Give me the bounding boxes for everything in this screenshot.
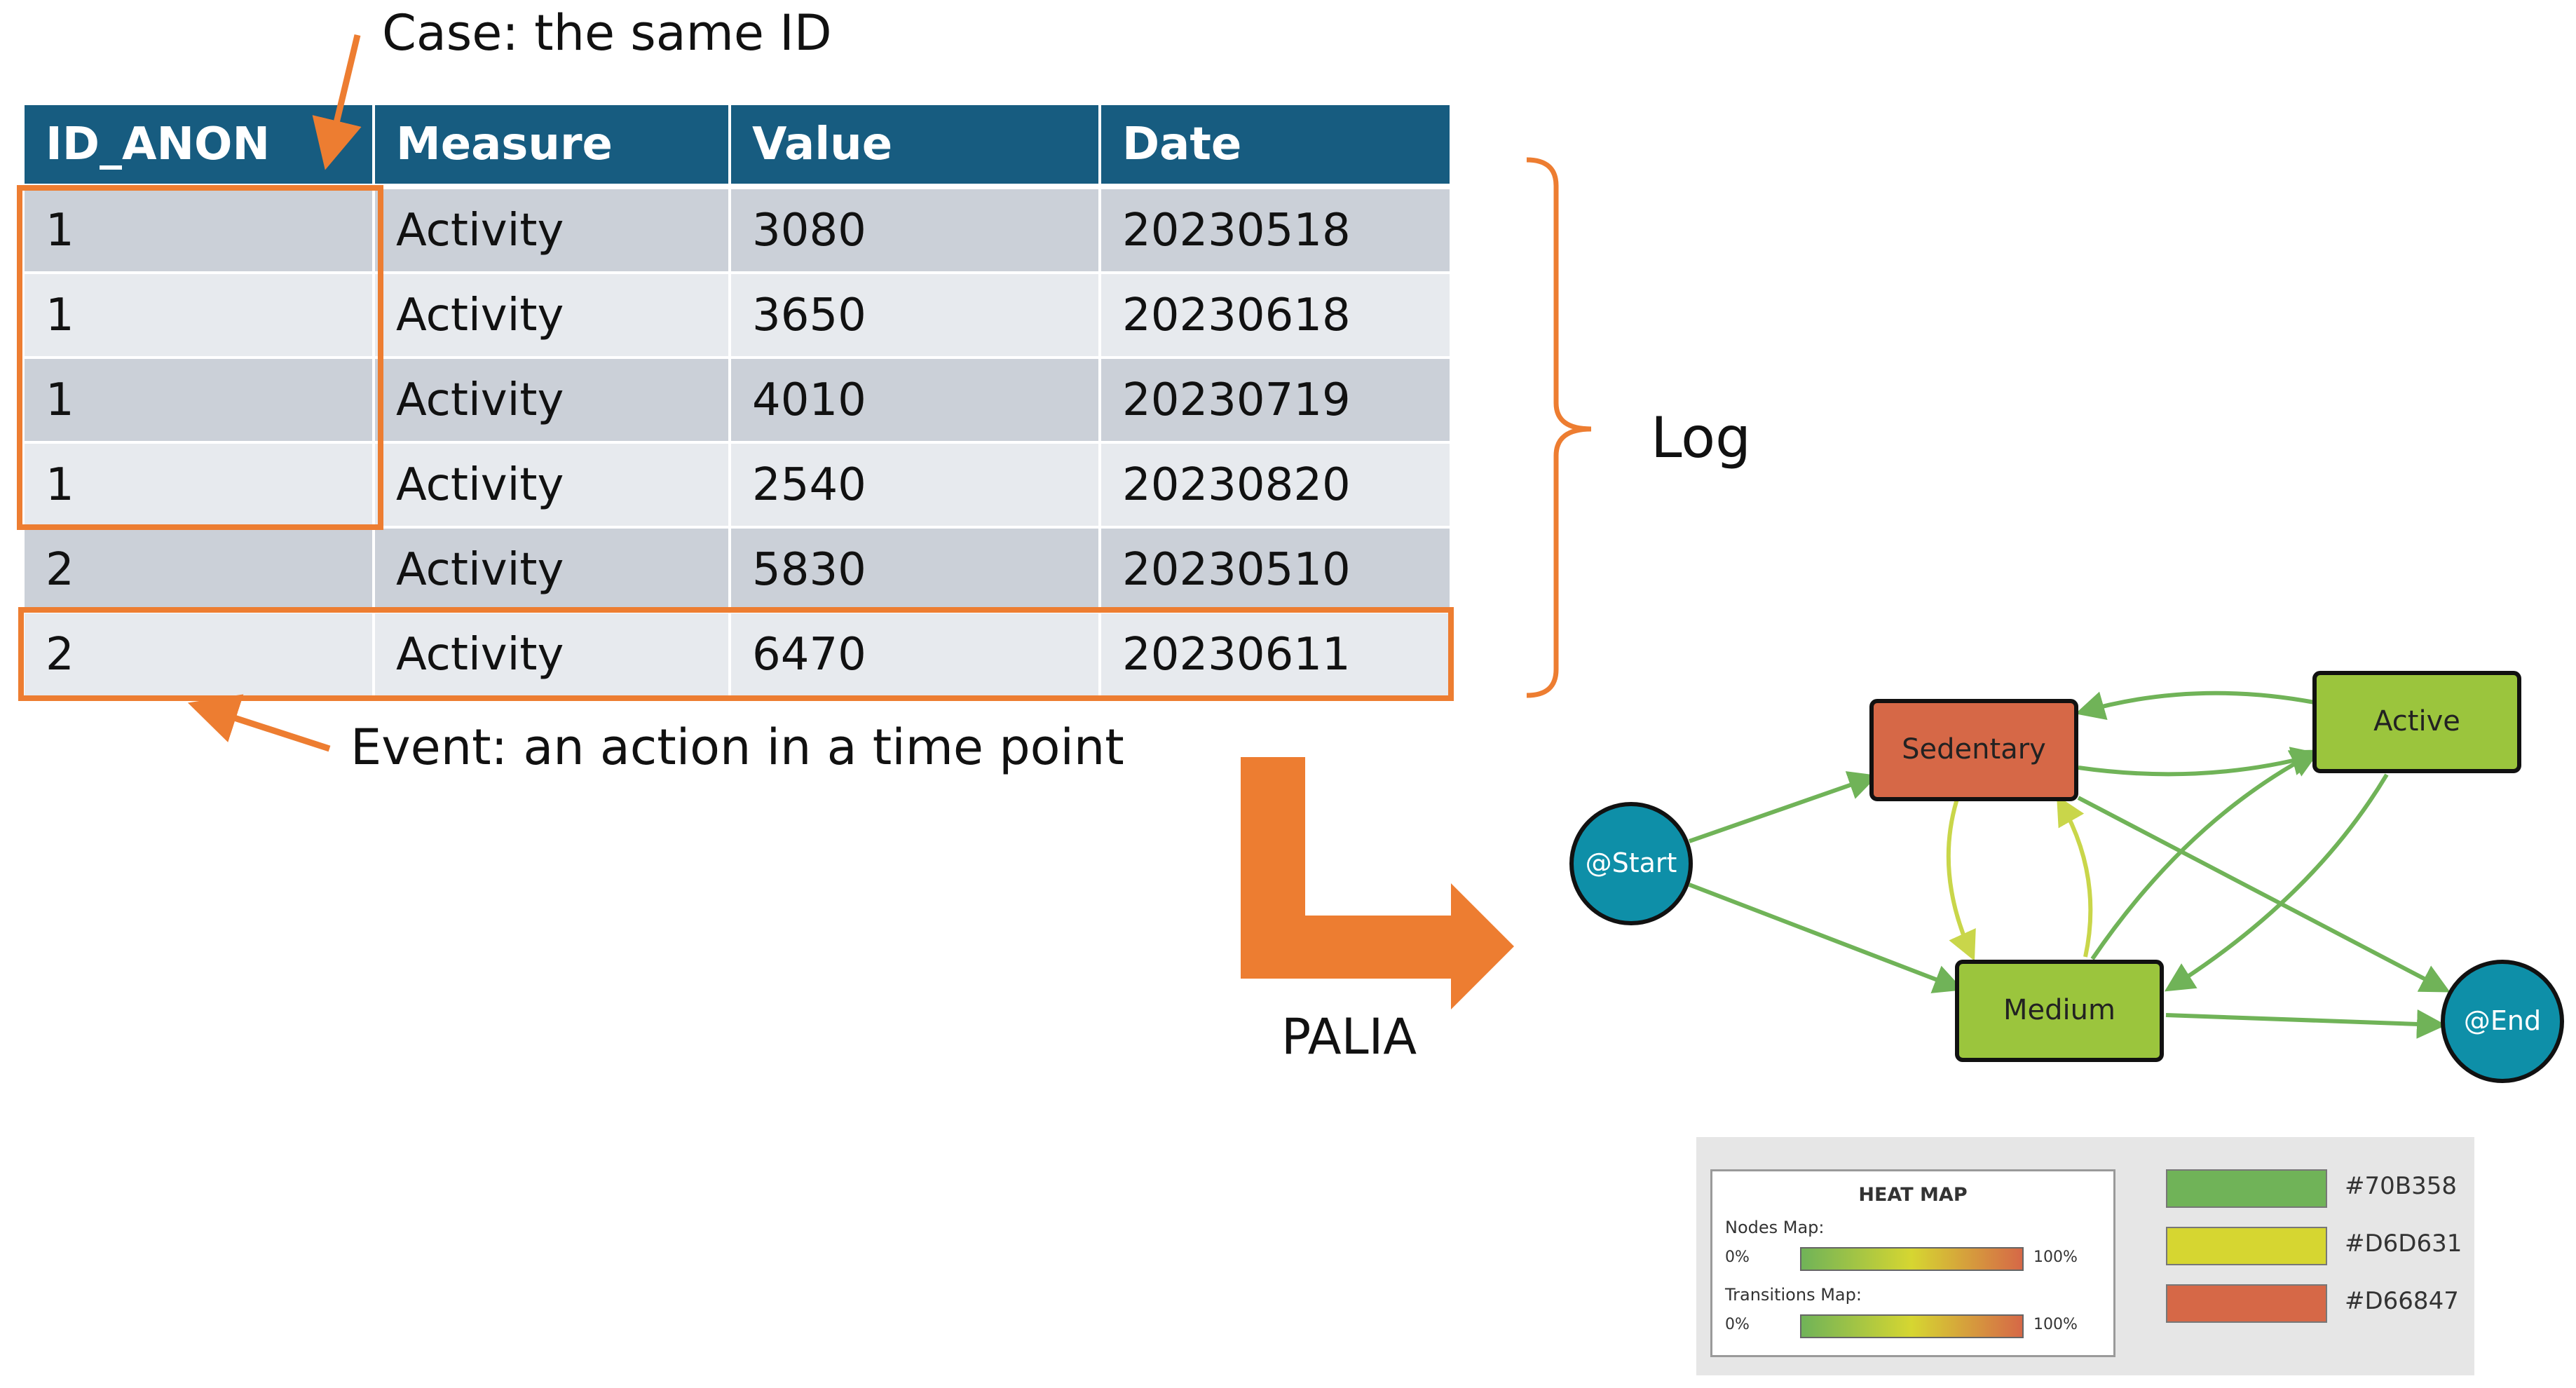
transitions-map-label: Transitions Map:: [1725, 1285, 1862, 1305]
case-arrow: [312, 34, 362, 170]
transitions-map-gradient: [1800, 1314, 2024, 1338]
log-brace: [1526, 157, 1592, 698]
edge-start-sedentary: [1689, 771, 1879, 843]
column-header-date: Date: [1100, 105, 1452, 189]
node-start: [1569, 802, 1693, 925]
edge-sedentary-end: [2077, 796, 2451, 993]
table-cell: 1: [25, 273, 375, 359]
node-end-label: @End: [2464, 1005, 2541, 1036]
event-annotation: Event: an action in a time point: [350, 719, 1124, 776]
node-active: [2312, 671, 2521, 773]
table-header-row: ID_ANON Measure Value Date: [25, 105, 1452, 189]
edge-medium-end: [2165, 1009, 2446, 1039]
table-cell: Activity: [374, 273, 731, 359]
edge-active-medium: [2164, 773, 2389, 992]
table-row: 2 Activity 6470 20230611: [25, 612, 1452, 698]
color-swatch-green: [2166, 1169, 2327, 1208]
table-cell: 3080: [730, 186, 1101, 274]
table-cell: Activity: [374, 186, 731, 274]
transitions-map-max: 100%: [2033, 1316, 2078, 1333]
table-row: 1 Activity 3080 20230518: [25, 186, 1452, 274]
nodes-map-max: 100%: [2033, 1248, 2078, 1266]
node-medium: [1955, 960, 2164, 1062]
color-swatch-yellow: [2166, 1227, 2327, 1265]
table-cell: 20230518: [1100, 186, 1452, 274]
table-row: 1 Activity 4010 20230719: [25, 358, 1452, 444]
event-log-table: ID_ANON Measure Value Date 1 Activity 30…: [25, 105, 1452, 698]
nodes-map-gradient: [1800, 1247, 2024, 1271]
table-cell: Activity: [374, 527, 731, 613]
color-code-green: #70B358: [2345, 1172, 2457, 1200]
event-arrow: [187, 694, 331, 752]
log-label: Log: [1651, 405, 1751, 470]
edge-medium-active: [2090, 749, 2321, 960]
edge-active-sedentary: [2075, 690, 2315, 720]
nodes-map-label: Nodes Map:: [1725, 1218, 1825, 1237]
edge-medium-sedentary: [2057, 795, 2093, 958]
table-cell: 20230820: [1100, 442, 1452, 529]
node-sedentary-label: Sedentary: [1902, 733, 2046, 766]
color-swatch-red: [2166, 1284, 2327, 1323]
palia-label: PALIA: [1281, 1008, 1417, 1066]
table-cell: 3650: [730, 273, 1101, 359]
node-start-label: @Start: [1586, 848, 1677, 878]
table-cell: 2: [25, 527, 375, 613]
node-active-label: Active: [2373, 705, 2460, 737]
table-cell: 20230618: [1100, 273, 1452, 359]
color-code-yellow: #D6D631: [2345, 1230, 2462, 1258]
table-cell: Activity: [374, 612, 731, 698]
table-cell: 5830: [730, 527, 1101, 613]
table-cell: 2: [25, 612, 375, 698]
table-cell: 20230611: [1100, 612, 1452, 698]
edge-start-medium: [1688, 883, 1964, 993]
color-code-red: #D66847: [2345, 1287, 2459, 1315]
node-end: [2441, 960, 2564, 1083]
table-row: 2 Activity 5830 20230510: [25, 527, 1452, 613]
table-cell: 1: [25, 358, 375, 444]
edge-sedentary-active: [2078, 747, 2322, 777]
nodes-map-min: 0%: [1725, 1248, 1750, 1266]
table-cell: 6470: [730, 612, 1101, 698]
case-annotation: Case: the same ID: [382, 4, 832, 62]
table-cell: 1: [25, 186, 375, 274]
heat-map-legend: HEAT MAP Nodes Map: 0% 100% Transitions …: [1710, 1169, 2115, 1357]
table-row: 1 Activity 2540 20230820: [25, 442, 1452, 529]
table-cell: 20230719: [1100, 358, 1452, 444]
node-sedentary: [1869, 699, 2078, 801]
palia-process-arrow: [1241, 757, 1514, 1009]
table-cell: 1: [25, 442, 375, 529]
column-header-measure: Measure: [374, 105, 731, 189]
column-header-value: Value: [730, 105, 1101, 189]
event-highlight-box: [18, 607, 1454, 701]
table-cell: 4010: [730, 358, 1101, 444]
edge-sedentary-medium: [1946, 798, 1976, 961]
heat-map-title: HEAT MAP: [1858, 1184, 1968, 1206]
table-row: 1 Activity 3650 20230618: [25, 273, 1452, 359]
table-cell: Activity: [374, 358, 731, 444]
table-cell: 2540: [730, 442, 1101, 529]
transitions-map-min: 0%: [1725, 1316, 1750, 1333]
case-highlight-box: [17, 185, 383, 530]
table-cell: Activity: [374, 442, 731, 529]
node-medium-label: Medium: [2003, 994, 2115, 1026]
